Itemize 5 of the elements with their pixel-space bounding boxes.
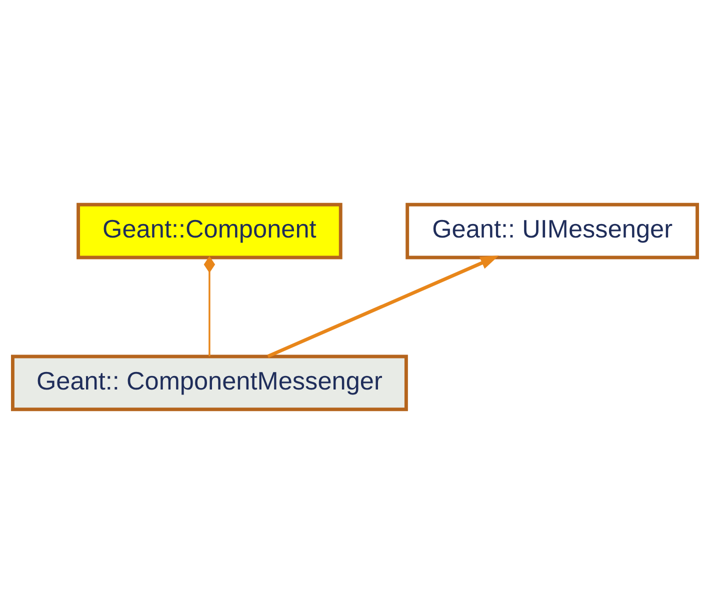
arrow [267, 256, 499, 358]
node-box: Geant::Component [76, 202, 342, 260]
connector [204, 256, 216, 356]
node-box: Geant:: UIMessenger [406, 202, 699, 260]
node-box: Geant:: ComponentMessenger [11, 354, 408, 412]
